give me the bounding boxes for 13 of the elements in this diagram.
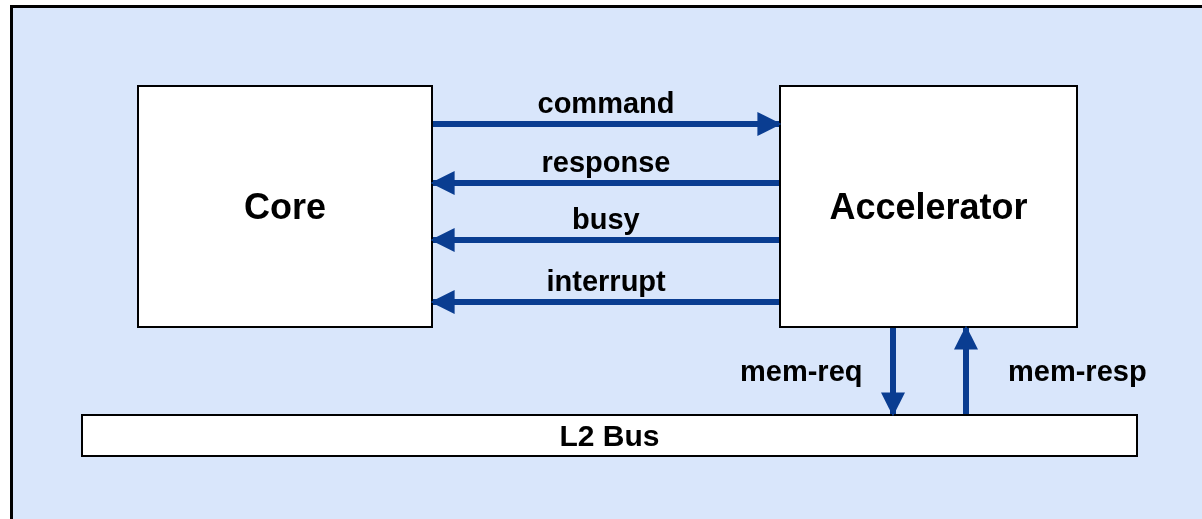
arrow	[954, 325, 978, 414]
arrow	[433, 112, 782, 136]
edge-label: busy	[570, 205, 642, 234]
block-box	[137, 85, 433, 328]
arrow	[430, 228, 779, 252]
block-label: Accelerator	[829, 185, 1028, 228]
arrow	[430, 290, 779, 314]
block-label: Core	[244, 185, 326, 228]
bus-bar	[81, 414, 1138, 457]
block-label: L2 Bus	[559, 418, 660, 453]
arrow	[881, 328, 905, 417]
arrow	[430, 171, 779, 195]
block-box	[779, 85, 1078, 328]
